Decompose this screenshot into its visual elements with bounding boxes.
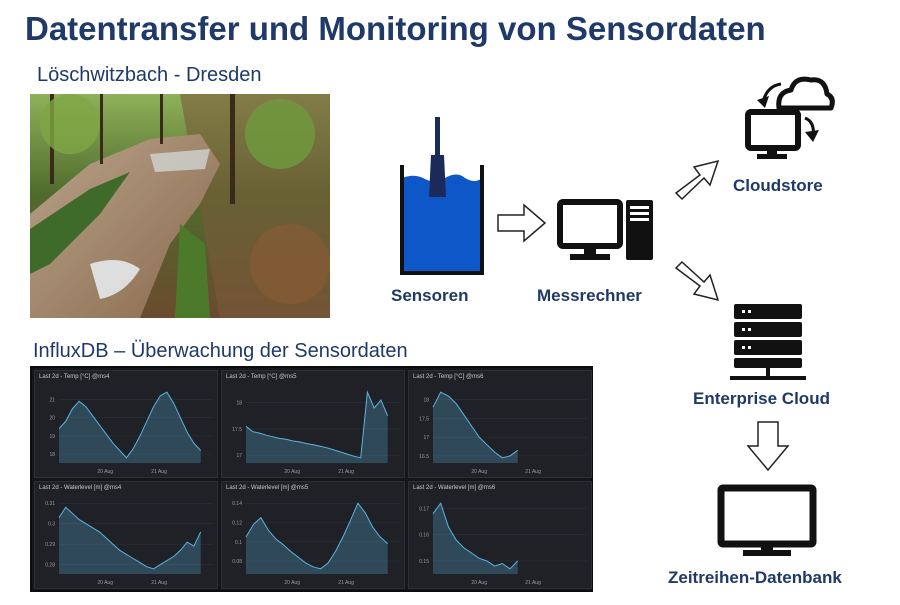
y-tick-label: 0.28 [45,563,55,569]
creek-photo [30,94,330,318]
panel-title: Last 2d - Temp [°C] @ms6 [413,374,484,380]
x-tick-label: 20 Aug [97,469,113,475]
zeitreihen-datenbank-label: Zeitreihen-Datenbank [668,568,842,587]
server-icon [730,304,806,380]
panel-chart: 0.14 0.12 0.1 0.08 20 Aug 21 Aug [232,501,400,586]
x-tick-label: 20 Aug [284,580,300,586]
series-line [245,390,389,459]
y-tick-label: 0.15 [419,559,429,565]
sensoren-label: Sensoren [391,286,469,305]
series-line [432,391,518,459]
y-tick-label: 0.31 [45,501,55,507]
panel-chart: 18 17.5 17 16.5 20 Aug 21 Aug [419,391,587,475]
cloud-sync-icon [745,76,835,159]
panel-title: Last 2d - Waterlevel [m] @ms5 [226,485,309,491]
x-tick-label: 21 Aug [338,469,354,475]
panel-title: Last 2d - Waterlevel [m] @ms6 [413,485,496,491]
panel-title: Last 2d - Temp [°C] @ms4 [39,374,110,380]
y-tick-label: 19 [49,434,55,440]
panel-chart: 18 17.5 17 20 Aug 21 Aug [232,390,400,475]
monitor-icon [717,484,817,556]
series-line [245,502,389,570]
panel-chart: 0.31 0.3 0.29 0.28 20 Aug 21 Aug [45,501,213,586]
y-tick-label: 0.17 [419,506,429,512]
x-tick-label: 21 Aug [151,580,167,586]
panel-chart: 0.17 0.16 0.15 20 Aug 21 Aug [419,502,587,586]
x-tick-label: 20 Aug [97,580,113,586]
enterprise-cloud-label: Enterprise Cloud [693,389,830,408]
chart-panel: Last 2d - Waterlevel [m] @ms4 0.31 0.3 0.29… [34,481,218,589]
y-tick-label: 0.14 [232,501,242,507]
y-tick-label: 18 [236,401,242,407]
influxdb-caption: InfluxDB – Überwachung der Sensordaten [33,340,408,362]
y-tick-label: 21 [49,398,55,404]
series-line [432,502,519,570]
y-tick-label: 0.3 [48,522,55,528]
chart-panel: Last 2d - Temp [°C] @ms6 18 17.5 17 16.5 20 A… [408,370,592,478]
y-tick-label: 18 [423,398,429,404]
messrechner-label: Messrechner [537,286,642,305]
x-tick-label: 20 Aug [471,469,487,475]
x-tick-label: 21 Aug [151,469,167,475]
series-area [246,392,388,463]
y-tick-label: 0.12 [232,521,242,527]
arrow-down-right-icon [674,260,720,302]
y-tick-label: 17 [236,453,242,459]
arrow-up-right-icon [674,159,720,201]
x-tick-label: 20 Aug [284,469,300,475]
panel-title: Last 2d - Temp [°C] @ms5 [226,374,297,380]
series-area [433,392,518,463]
y-tick-label: 20 [49,416,55,422]
panel-chart: 21 20 19 18 20 Aug 21 Aug [49,391,213,475]
series-area [433,503,518,574]
page-title: Datentransfer und Monitoring von Sensord… [25,10,766,47]
y-tick-label: 16.5 [419,454,429,460]
x-tick-label: 21 Aug [525,580,541,586]
x-tick-label: 21 Aug [525,469,541,475]
y-tick-label: 0.08 [232,559,242,565]
cloudstore-label: Cloudstore [733,176,823,195]
y-tick-label: 18 [49,452,55,458]
chart-panel: Last 2d - Temp [°C] @ms5 18 17.5 17 20 Aug 21… [221,370,405,478]
series-area [59,392,201,463]
series-area [246,503,388,574]
y-tick-label: 17.5 [419,416,429,422]
series-line [58,391,202,459]
panel-title: Last 2d - Waterlevel [m] @ms4 [39,485,122,491]
series-line [58,506,202,570]
y-tick-label: 17 [423,435,429,441]
y-tick-label: 0.1 [235,540,242,546]
y-tick-label: 0.16 [419,533,429,539]
photo-caption: Löschwitzbach - Dresden [37,64,262,86]
x-tick-label: 20 Aug [471,580,487,586]
sensor-icon [400,117,484,275]
arrow-down-icon [746,421,790,472]
y-tick-label: 17.5 [232,427,242,433]
y-tick-label: 0.29 [45,542,55,548]
arrow-right-icon [497,203,547,243]
x-tick-label: 21 Aug [338,580,354,586]
computer-icon [557,199,653,260]
series-area [59,507,201,574]
